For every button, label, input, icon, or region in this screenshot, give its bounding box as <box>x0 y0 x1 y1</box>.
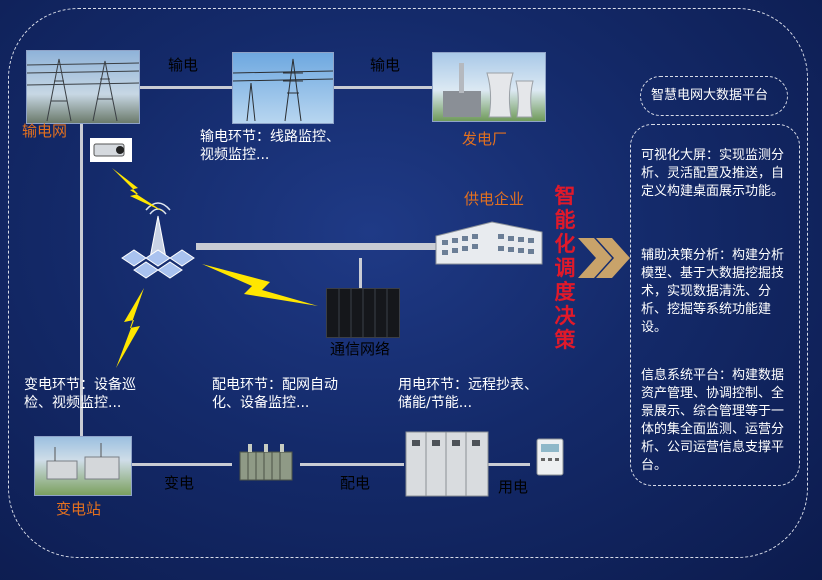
top-line-left <box>138 86 232 89</box>
office-building-icon <box>435 221 543 265</box>
double-chevron-icon <box>578 238 630 278</box>
platform-title: 智慧电网大数据平台 <box>651 88 769 103</box>
platform-item-decision-support: 辅助决策分析：构建分析模型、基于大数据挖掘技术，实现数据清洗、分析、挖掘等系统功… <box>641 248 785 335</box>
outer-frame <box>8 8 808 558</box>
transmission-grid-label: 输电网 <box>22 122 68 140</box>
top-line-right <box>332 86 432 89</box>
wireless-hub-icon <box>116 200 200 286</box>
distribution-segment-text: 配电环节：配网自动化、设备监控... <box>212 377 338 411</box>
transform-label: 变电 <box>164 474 195 492</box>
comm-network-label: 通信网络 <box>330 340 391 358</box>
center-drop-line <box>359 258 362 292</box>
transmission-label-left: 输电 <box>168 56 199 74</box>
substation-photo <box>34 436 132 496</box>
server-rack-icon <box>326 288 400 338</box>
camera-icon <box>90 138 132 162</box>
platform-item-visual-screen: 可视化大屏：实现监测分析、灵活配置及推送，自定义构建桌面展示功能。 <box>641 148 785 199</box>
power-plant-label: 发电厂 <box>462 130 508 148</box>
consumption-segment-text: 用电环节：远程抄表、储能/节能... <box>398 377 538 411</box>
transmission-grid-photo <box>26 50 140 124</box>
power-plant-photo <box>432 52 546 122</box>
transmission-tower-icon <box>27 58 139 122</box>
bottom-line-left <box>130 463 232 466</box>
bottom-line-mid <box>300 463 404 466</box>
substation-label: 变电站 <box>56 500 102 518</box>
transformer-icon <box>232 444 300 484</box>
center-horizontal-line <box>196 243 438 250</box>
transmission-label-right: 输电 <box>370 56 401 74</box>
platform-content-box: 可视化大屏：实现监测分析、灵活配置及推送，自定义构建桌面展示功能。 辅助决策分析… <box>630 124 800 486</box>
consume-label: 用电 <box>498 478 529 496</box>
distribute-label: 配电 <box>340 474 371 492</box>
cooling-tower-icon <box>443 63 534 118</box>
electric-meter-icon <box>536 438 564 476</box>
bottom-line-right <box>460 463 530 466</box>
left-vertical-line <box>80 120 83 438</box>
switchgear-cabinet-icon <box>404 430 490 498</box>
supply-company-label: 供电企业 <box>464 190 525 208</box>
platform-item-info-system: 信息系统平台：构建数据资产管理、协调控制、全景展示、综合管理等于一体的集全面监测… <box>641 368 785 473</box>
substation-segment-text: 变电环节：设备巡检、视频监控... <box>24 377 136 411</box>
substation-equipment-icon <box>46 443 120 480</box>
supply-company-building <box>432 210 546 268</box>
dispatch-decision-title: 智能化调度决策 <box>554 184 576 352</box>
platform-title-box: 智慧电网大数据平台 <box>640 76 788 116</box>
power-line-icon <box>233 58 333 122</box>
lightning-bolt-bottom-icon <box>116 288 144 368</box>
lightning-bolt-top-icon <box>112 168 164 212</box>
transmission-line-photo <box>232 52 334 124</box>
lightning-bolt-right-icon <box>202 264 318 306</box>
transmission-segment-text: 输电环节：线路监控、视频监控... <box>200 129 340 163</box>
